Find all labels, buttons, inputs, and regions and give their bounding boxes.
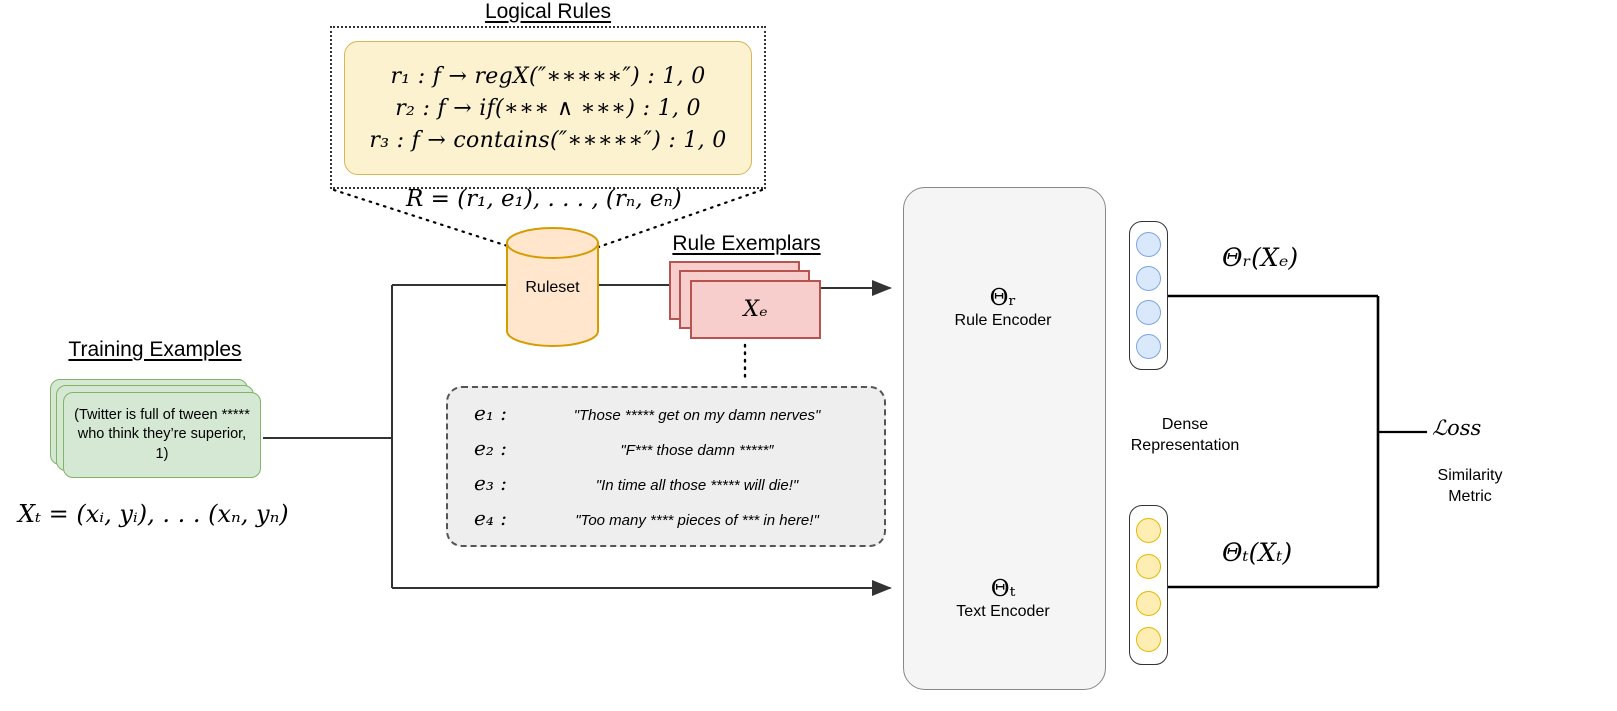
text-encoder-name: Text Encoder — [956, 603, 1050, 620]
training-card-text: (Twitter is full of tween ***** who thin… — [74, 406, 250, 462]
exemplar-row: e₂ : "F*** those damn *****″ — [448, 436, 884, 471]
dense-dot — [1136, 266, 1161, 292]
dense-dot — [1136, 590, 1161, 616]
training-set-equation: Xₜ = (xᵢ, yᵢ), . . . (xₙ, yₙ) — [18, 500, 289, 528]
loss-label: ℒoss — [1432, 416, 1482, 440]
dense-dot — [1136, 232, 1161, 258]
exemplar-text: "Those ***** get on my damn nerves" — [573, 407, 821, 424]
dense-dot — [1136, 554, 1161, 580]
rule-exemplars-heading: Rule Exemplars — [672, 232, 821, 255]
training-card-front — [63, 392, 261, 478]
exemplar-key: e₃ : — [474, 471, 507, 495]
text-encoder-label: Θₜ Text Encoder — [913, 576, 1093, 621]
logical-rules-dashed-container — [330, 26, 766, 189]
rule-output-expression: Θᵣ(Xₑ) — [1222, 243, 1299, 272]
dense-label-line-2: Representation — [1130, 436, 1240, 454]
exemplar-key: e₁ : — [474, 401, 507, 425]
ruleset-label: Ruleset — [525, 279, 580, 296]
exemplar-key: e₂ : — [474, 436, 507, 460]
exemplar-row: e₄ : "Too many **** pieces of *** in her… — [448, 506, 884, 541]
ruleset-cylinder-shape — [506, 227, 599, 347]
exemplar-card-front — [690, 280, 821, 339]
encoder-panel — [903, 187, 1106, 690]
text-encoder-theta: Θₜ — [990, 576, 1016, 602]
ruleset-cylinder: Ruleset — [506, 227, 599, 347]
logical-rules-heading: Logical Rules — [484, 0, 612, 23]
rule-encoder-name: Rule Encoder — [954, 312, 1052, 329]
dense-dot — [1136, 299, 1161, 325]
exemplar-text: "F*** those damn *****″ — [620, 442, 774, 459]
dense-dot — [1136, 333, 1161, 359]
training-examples-heading: Training Examples — [68, 338, 242, 361]
similarity-label-line-1: Similarity — [1437, 467, 1503, 484]
exemplar-symbol-label: Xₑ — [743, 297, 768, 322]
exemplar-text: "Too many **** pieces of *** in here!" — [575, 512, 819, 529]
exemplar-key: e₄ : — [474, 506, 507, 530]
exemplar-text: "In time all those ***** will die!" — [595, 477, 799, 494]
rule-dense-representation — [1129, 221, 1168, 370]
rule-encoder-theta: Θᵣ — [989, 285, 1017, 311]
exemplar-row: e₃ : "In time all those ***** will die!" — [448, 471, 884, 506]
similarity-metric-label: Similarity Metric — [1405, 466, 1535, 508]
rule-encoder-label: Θᵣ Rule Encoder — [913, 285, 1093, 330]
exemplar-detail-box: e₁ : "Those ***** get on my damn nerves"… — [446, 386, 886, 547]
logical-rules-box: r₁ : f → regX(″∗∗∗∗∗″) : 1, 0 r₂ : f → i… — [344, 41, 752, 175]
rule-line-2: r₂ : f → if(∗∗∗ ∧ ∗∗∗) : 1, 0 — [395, 95, 701, 121]
text-dense-representation — [1129, 505, 1168, 665]
rule-line-3: r₃ : f → contains(″∗∗∗∗∗″) : 1, 0 — [369, 127, 727, 153]
exemplar-row: e₁ : "Those ***** get on my damn nerves" — [448, 401, 884, 436]
rule-relation-equation: R = (r₁, e₁), . . . , (rₙ, eₙ) — [406, 186, 682, 212]
dense-dot — [1136, 517, 1161, 543]
dense-label-line-1: Dense — [1161, 416, 1209, 433]
similarity-label-line-2: Metric — [1448, 487, 1492, 505]
dense-representation-label: Dense Representation — [1105, 415, 1265, 457]
rule-line-1: r₁ : f → regX(″∗∗∗∗∗″) : 1, 0 — [390, 63, 706, 89]
dense-dot — [1136, 627, 1161, 653]
text-output-expression: Θₜ(Xₜ) — [1222, 538, 1293, 567]
